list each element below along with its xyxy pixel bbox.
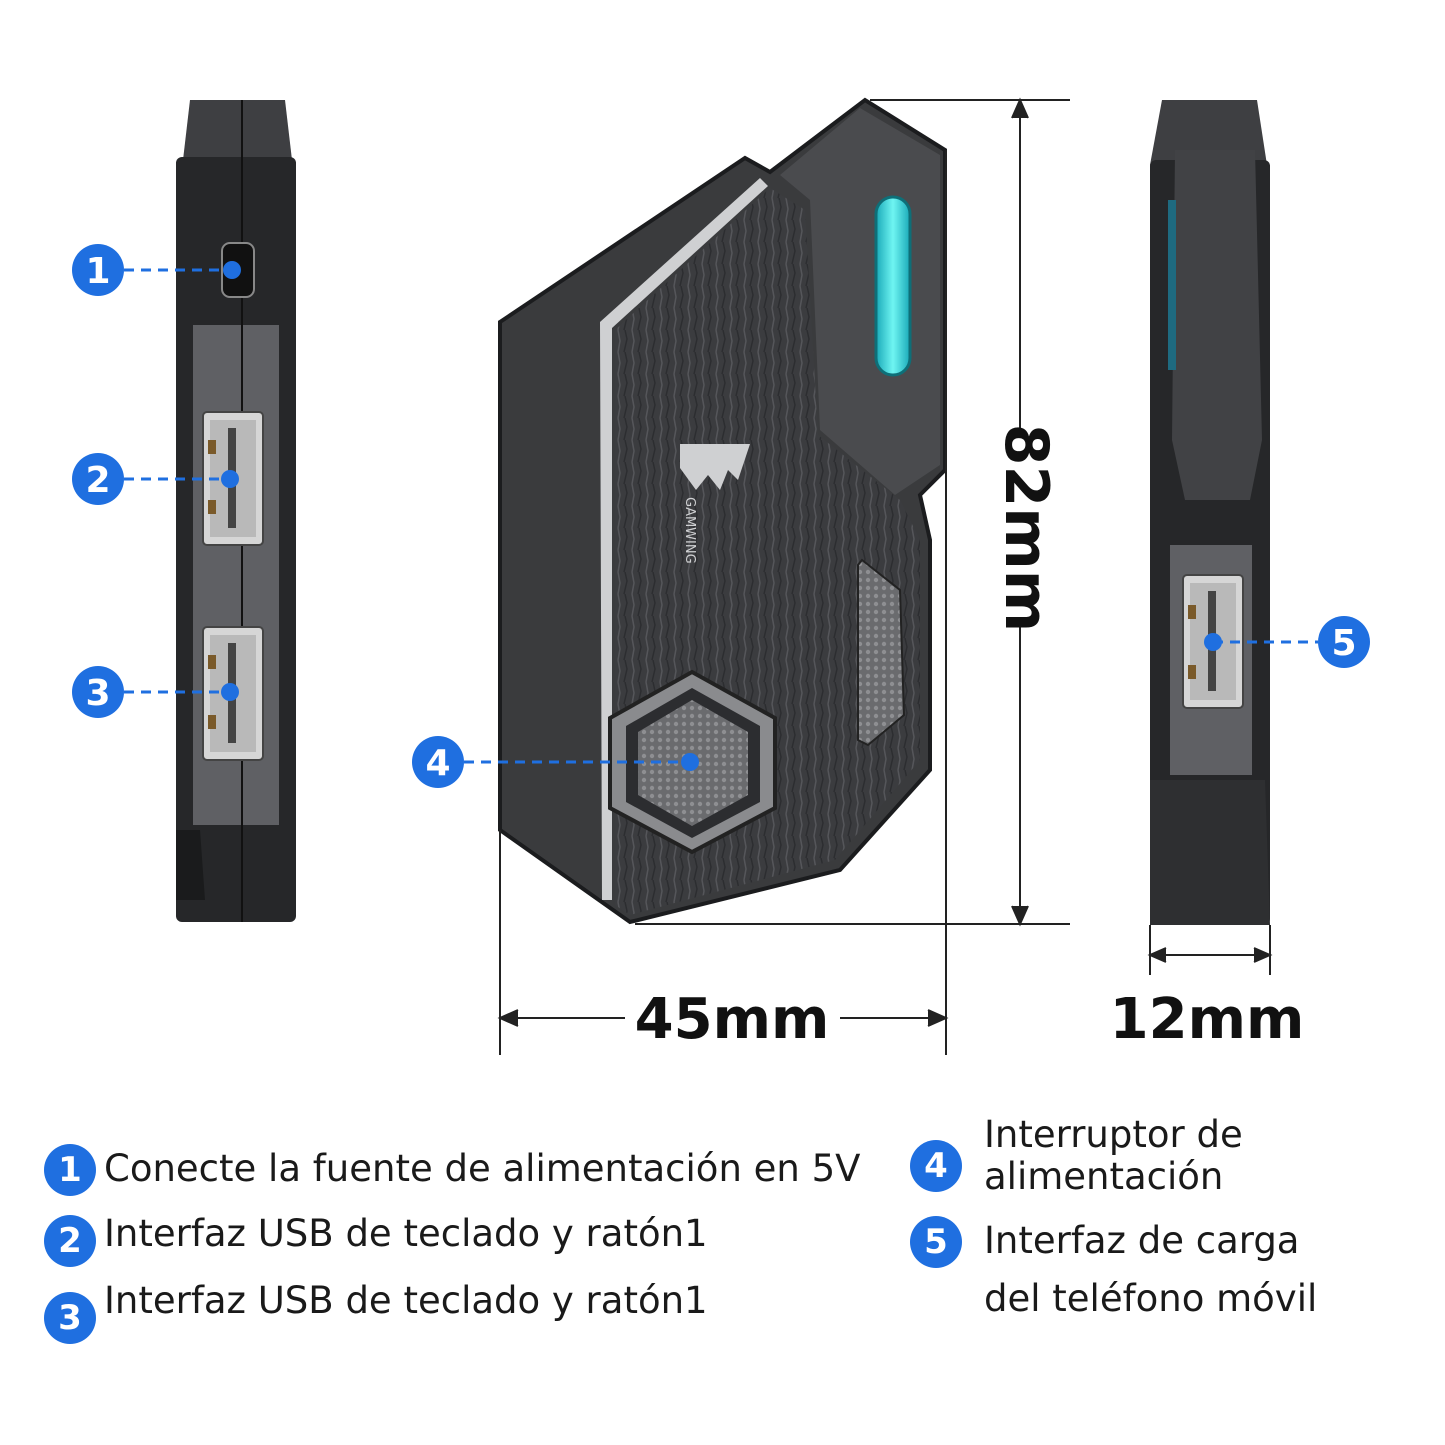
callout-1: 1 <box>72 244 241 296</box>
depth-label: 12mm <box>1110 987 1305 1052</box>
dimension-lines <box>497 97 1273 1055</box>
brand-logo: GAMWING <box>680 444 750 564</box>
callout-2-badge: 2 <box>85 460 110 501</box>
left-top-cap <box>183 100 292 160</box>
right-top-block <box>1172 150 1262 500</box>
callout-4-badge: 4 <box>425 743 450 784</box>
callout-5: 5 <box>1204 616 1370 668</box>
left-side-view <box>176 100 296 922</box>
callout-3: 3 <box>72 666 239 718</box>
side-vent <box>857 558 906 747</box>
callout-5-badge: 5 <box>1331 623 1356 664</box>
callout-1-badge: 1 <box>85 251 110 292</box>
front-view: GAMWING <box>498 97 947 925</box>
callout-2: 2 <box>72 453 239 505</box>
right-side-view <box>1150 100 1270 925</box>
callout-4: 4 <box>412 736 699 788</box>
logo-wordmark: GAMWING <box>682 497 697 564</box>
callout-3-badge: 3 <box>85 673 110 714</box>
width-label: 45mm <box>635 987 830 1052</box>
height-label: 82mm <box>991 424 1061 633</box>
right-top-cap <box>1150 100 1267 165</box>
led-indicator <box>874 195 912 377</box>
